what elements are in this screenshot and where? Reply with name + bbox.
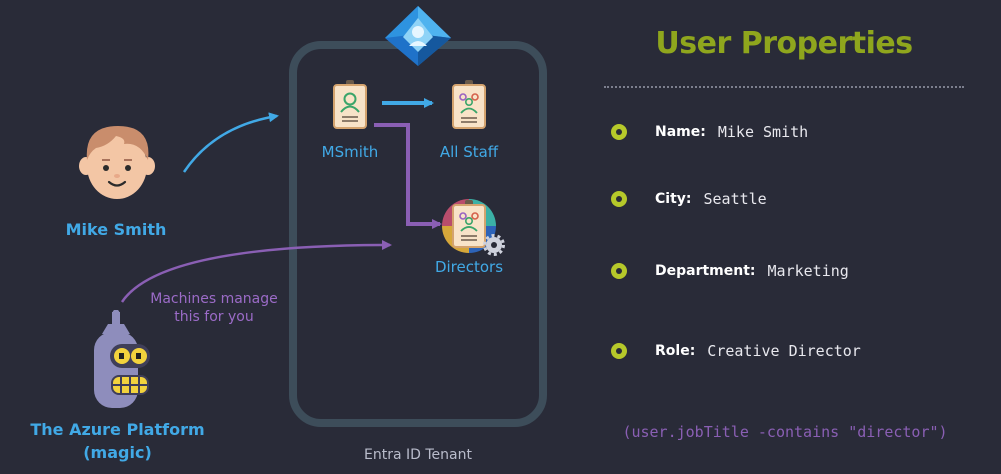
property-row-role: Role: Creative Director bbox=[611, 339, 861, 363]
robot-icon bbox=[94, 310, 150, 408]
bullet-icon bbox=[611, 191, 627, 207]
platform-name-line2: (magic) bbox=[83, 443, 152, 462]
membership-rule: (user.jobTitle -contains "director") bbox=[622, 423, 948, 441]
user-node-label: MSmith bbox=[321, 143, 379, 161]
machine-note: Machines manage this for you bbox=[140, 290, 288, 326]
group-allstaff-label: All Staff bbox=[439, 143, 499, 161]
property-value: Marketing bbox=[767, 262, 849, 280]
bullet-icon bbox=[611, 343, 627, 359]
bullet-icon bbox=[611, 124, 627, 140]
properties-title: User Properties bbox=[655, 26, 913, 61]
platform-to-directors-arrow bbox=[120, 240, 392, 303]
machine-note-line1: Machines manage bbox=[150, 291, 278, 307]
person-name-label: Mike Smith bbox=[65, 220, 167, 239]
dynamic-group-badge-icon bbox=[442, 199, 505, 256]
person-avatar-icon bbox=[79, 126, 155, 199]
property-key: Department: bbox=[655, 263, 756, 279]
property-key: City: bbox=[655, 191, 692, 207]
user-to-tenant-arrow bbox=[182, 112, 279, 173]
group-badge-icon bbox=[452, 80, 486, 129]
property-row-name: Name: Mike Smith bbox=[611, 120, 808, 144]
property-value: Seattle bbox=[703, 190, 767, 208]
title-divider bbox=[604, 86, 964, 88]
tenant-label: Entra ID Tenant bbox=[364, 447, 472, 463]
property-key: Role: bbox=[655, 343, 696, 359]
property-row-city: City: Seattle bbox=[611, 187, 767, 211]
user-badge-icon bbox=[333, 80, 367, 129]
group-directors-label: Directors bbox=[434, 258, 504, 276]
bullet-icon bbox=[611, 263, 627, 279]
platform-name-line1: The Azure Platform bbox=[30, 420, 205, 439]
property-value: Mike Smith bbox=[717, 123, 809, 141]
property-key: Name: bbox=[655, 124, 706, 140]
machine-note-line2: this for you bbox=[174, 309, 254, 325]
entra-id-logo-icon bbox=[385, 6, 451, 66]
user-to-directors-arrow bbox=[374, 123, 442, 229]
platform-name-label: The Azure Platform (magic) bbox=[30, 418, 205, 464]
property-value: Creative Director bbox=[707, 342, 861, 360]
gear-icon bbox=[483, 234, 505, 256]
property-row-department: Department: Marketing bbox=[611, 259, 849, 283]
